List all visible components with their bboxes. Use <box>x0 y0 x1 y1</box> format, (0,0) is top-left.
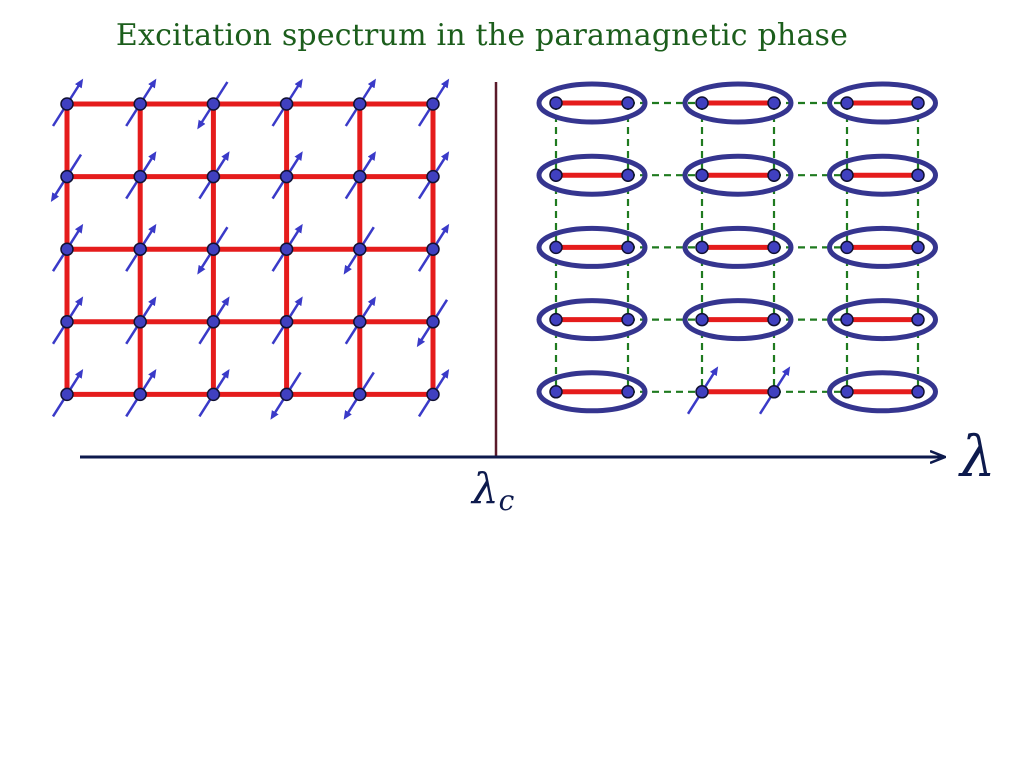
critical-point-subscript: c <box>499 484 515 517</box>
lattice-site <box>133 97 147 111</box>
critical-point-label: λc <box>470 464 515 517</box>
lattice-site <box>206 315 221 329</box>
lattice-site <box>621 168 635 182</box>
lattice-site <box>279 315 294 329</box>
lattice-site <box>695 168 709 182</box>
lattice-site <box>426 387 440 402</box>
lattice-site <box>133 169 147 184</box>
critical-point-symbol: λ <box>470 464 499 513</box>
lattice-site <box>353 169 367 184</box>
singlet-dimer-ellipse <box>682 153 794 197</box>
lattice-site <box>911 385 925 399</box>
lattice-site <box>426 315 440 329</box>
singlet-dimer-ellipse <box>682 81 794 125</box>
singlet-dimer-ellipse <box>536 153 648 197</box>
lattice-site <box>621 385 635 399</box>
singlet-dimer-ellipse <box>682 225 794 269</box>
singlet-dimer-ellipse <box>682 298 794 342</box>
lattice-site <box>279 387 294 402</box>
singlet-dimer-ellipse <box>536 298 648 342</box>
neel-ordered-lattice <box>50 78 450 420</box>
lattice-site <box>549 385 563 399</box>
lattice-site <box>353 242 367 256</box>
lattice-site <box>279 169 294 184</box>
lattice-site <box>911 312 925 327</box>
lattice-site <box>840 385 854 399</box>
lattice-site <box>426 169 440 184</box>
lattice-site <box>60 97 74 111</box>
lattice-site <box>279 97 294 111</box>
singlet-dimer-ellipse <box>827 153 938 197</box>
lattice-site <box>206 169 221 184</box>
lattice-site <box>206 387 221 402</box>
lattice-site <box>549 96 563 110</box>
lattice-site <box>767 240 781 255</box>
lattice-site <box>695 240 709 255</box>
lattice-site <box>206 97 221 111</box>
lattice-site <box>767 385 781 399</box>
lattice-site <box>767 168 781 182</box>
lattice-site <box>695 96 709 110</box>
lattice-site <box>695 312 709 327</box>
slide-title: Excitation spectrum in the paramagnetic … <box>115 18 849 53</box>
lattice-site <box>426 97 440 111</box>
lattice-site <box>549 312 563 327</box>
lattice-site <box>426 242 440 256</box>
lattice-site <box>60 315 74 329</box>
singlet-dimer-ellipse <box>827 81 938 125</box>
lattice-site <box>621 312 635 327</box>
lattice-site <box>353 97 367 111</box>
lattice-site <box>133 315 147 329</box>
lattice-site <box>911 240 925 255</box>
coupling-axis-label: λ <box>958 425 996 490</box>
singlet-dimer-ellipse <box>827 298 938 342</box>
singlet-dimer-ellipse <box>536 81 648 125</box>
lattice-site <box>911 168 925 182</box>
lattice-site <box>840 240 854 255</box>
lattice-site <box>840 96 854 110</box>
singlet-dimer-ellipse <box>827 370 938 414</box>
lattice-site <box>279 242 294 256</box>
lattice-site <box>549 240 563 255</box>
lattice-site <box>133 242 147 256</box>
lattice-site <box>911 96 925 110</box>
lattice-site <box>767 96 781 110</box>
lattice-site <box>60 169 74 184</box>
lattice-site <box>840 168 854 182</box>
lattice-site <box>767 312 781 327</box>
lattice-site <box>353 315 367 329</box>
dimer-paramagnet-lattice <box>536 81 938 415</box>
lattice-site <box>549 168 563 182</box>
lattice-site <box>60 387 74 402</box>
lattice-site <box>840 312 854 327</box>
lattice-site <box>621 96 635 110</box>
singlet-dimer-ellipse <box>536 370 648 414</box>
lattice-site <box>621 240 635 255</box>
lattice-site <box>60 242 74 256</box>
lattice-site <box>353 387 367 402</box>
singlet-dimer-ellipse <box>536 225 648 269</box>
lattice-site <box>206 242 221 256</box>
lattice-site <box>695 385 709 399</box>
singlet-dimer-ellipse <box>827 225 938 269</box>
lattice-site <box>133 387 147 402</box>
